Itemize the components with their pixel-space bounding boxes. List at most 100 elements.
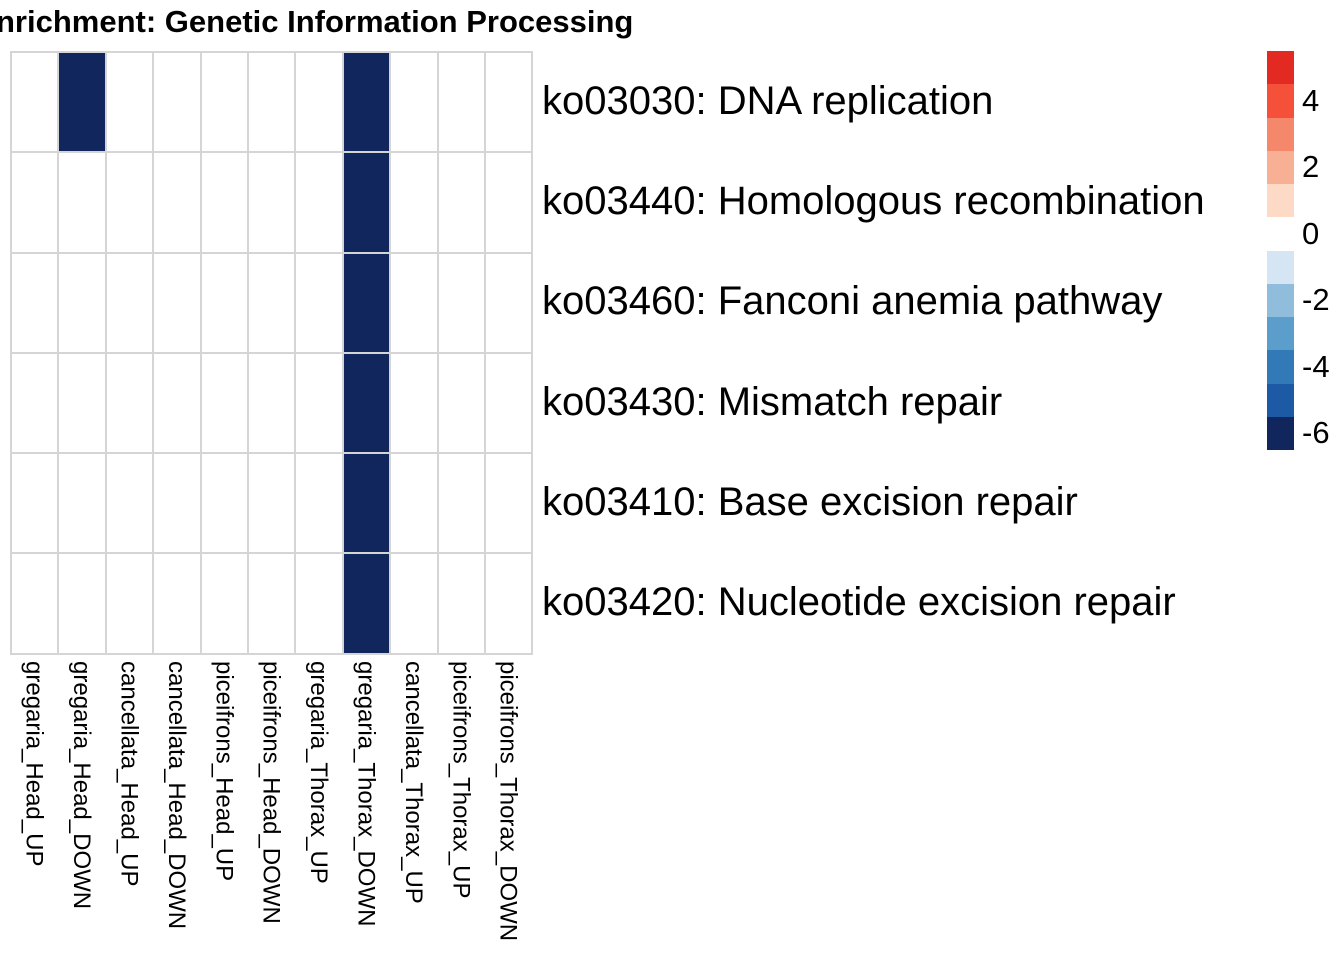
column-label: piceifrons_Thorax_UP	[447, 661, 475, 899]
heatmap-cell	[343, 353, 390, 453]
heatmap-cell	[296, 253, 342, 352]
column-label: gregaria_Head_UP	[20, 661, 48, 867]
legend-tick-label: -4	[1302, 348, 1330, 384]
legend-swatch	[1267, 317, 1294, 351]
heatmap-cell	[438, 554, 484, 653]
row-label: ko03030: DNA replication	[542, 78, 994, 123]
heatmap-grid	[10, 51, 534, 655]
heatmap-cell	[391, 554, 437, 653]
heatmap-cell	[296, 53, 342, 152]
heatmap-cell	[296, 353, 342, 453]
colorbar-legend	[1267, 51, 1294, 450]
heatmap-cell	[438, 53, 484, 152]
legend-tick-label: 4	[1302, 83, 1320, 118]
legend-swatch	[1267, 250, 1294, 284]
heatmap-cell	[391, 454, 437, 553]
heatmap-cell	[248, 253, 295, 352]
heatmap-cell	[296, 554, 342, 653]
legend-tick-label: -2	[1302, 282, 1330, 318]
heatmap-cell	[343, 554, 390, 653]
heatmap-cell	[296, 153, 342, 252]
heatmap-cell	[201, 253, 247, 352]
heatmap-cell	[12, 53, 58, 152]
heatmap-cell	[12, 353, 58, 453]
column-label: gregaria_Head_DOWN	[68, 661, 96, 910]
heatmap-cell	[106, 253, 153, 352]
heatmap-cell	[485, 153, 532, 252]
heatmap-cell	[106, 353, 153, 453]
heatmap-cell	[154, 153, 200, 252]
column-label: piceifrons_Head_UP	[210, 661, 238, 882]
heatmap-cell	[343, 153, 390, 252]
column-label: piceifrons_Head_DOWN	[257, 661, 285, 924]
heatmap-cell	[485, 253, 532, 352]
column-label: cancellata_Head_DOWN	[162, 661, 190, 930]
heatmap-cell	[201, 53, 247, 152]
heatmap-cell	[343, 253, 390, 352]
column-label: gregaria_Thorax_DOWN	[352, 661, 380, 927]
chart-title: nrichment: Genetic Information Processin…	[0, 4, 634, 39]
legend-swatch	[1267, 184, 1294, 218]
row-label: ko03410: Base excision repair	[542, 479, 1078, 524]
heatmap-cell	[248, 454, 295, 553]
heatmap-cell	[154, 554, 200, 653]
column-label: cancellata_Thorax_UP	[399, 661, 427, 904]
legend-swatch	[1267, 416, 1294, 450]
heatmap-cell	[106, 153, 153, 252]
heatmap-cell	[12, 153, 58, 252]
heatmap-cell	[106, 454, 153, 553]
heatmap-cell	[391, 353, 437, 453]
heatmap-cell	[12, 253, 58, 352]
legend-swatch	[1267, 117, 1294, 151]
row-label: ko03420: Nucleotide excision repair	[542, 580, 1176, 625]
heatmap-cell	[59, 353, 105, 453]
row-label: ko03430: Mismatch repair	[542, 379, 1003, 424]
legend-swatch	[1267, 51, 1294, 85]
heatmap-cell	[343, 454, 390, 553]
heatmap-cell	[438, 153, 484, 252]
heatmap-cell	[248, 353, 295, 453]
heatmap-cell	[59, 253, 105, 352]
legend-swatch	[1267, 150, 1294, 184]
heatmap-cell	[485, 353, 532, 453]
heatmap-cell	[391, 53, 437, 152]
heatmap-cell	[12, 454, 58, 553]
heatmap-cell	[106, 554, 153, 653]
row-label: ko03460: Fanconi anemia pathway	[542, 279, 1163, 324]
heatmap-cell	[59, 53, 105, 152]
heatmap-cell	[201, 153, 247, 252]
heatmap-cell	[296, 454, 342, 553]
heatmap-cell	[485, 53, 532, 152]
heatmap-cell	[12, 554, 58, 653]
heatmap-cell	[248, 53, 295, 152]
heatmap-cell	[59, 454, 105, 553]
column-label: piceifrons_Thorax_DOWN	[494, 661, 522, 942]
heatmap-cell	[201, 353, 247, 453]
heatmap-cell	[438, 353, 484, 453]
heatmap-cell	[438, 454, 484, 553]
heatmap-cell	[391, 253, 437, 352]
heatmap-cell	[154, 353, 200, 453]
heatmap-cell	[343, 53, 390, 152]
legend-tick-label: -6	[1302, 415, 1330, 450]
heatmap-cell	[391, 153, 437, 252]
legend-tick-label: 0	[1302, 215, 1320, 251]
legend-swatch	[1267, 84, 1294, 118]
heatmap-cell	[485, 554, 532, 653]
legend-swatch	[1267, 283, 1294, 317]
heatmap-cell	[59, 554, 105, 653]
legend-swatch	[1267, 217, 1294, 251]
heatmap-cell	[59, 153, 105, 252]
heatmap-cell	[248, 554, 295, 653]
heatmap-cell	[154, 253, 200, 352]
column-label: cancellata_Head_UP	[115, 661, 143, 887]
legend-tick-label: 2	[1302, 149, 1320, 185]
heatmap-cell	[438, 253, 484, 352]
legend-swatch	[1267, 350, 1294, 384]
legend-swatch	[1267, 383, 1294, 417]
heatmap-cell	[201, 454, 247, 553]
heatmap-cell	[485, 454, 532, 553]
column-label: gregaria_Thorax_UP	[305, 661, 333, 884]
heatmap-cell	[154, 53, 200, 152]
